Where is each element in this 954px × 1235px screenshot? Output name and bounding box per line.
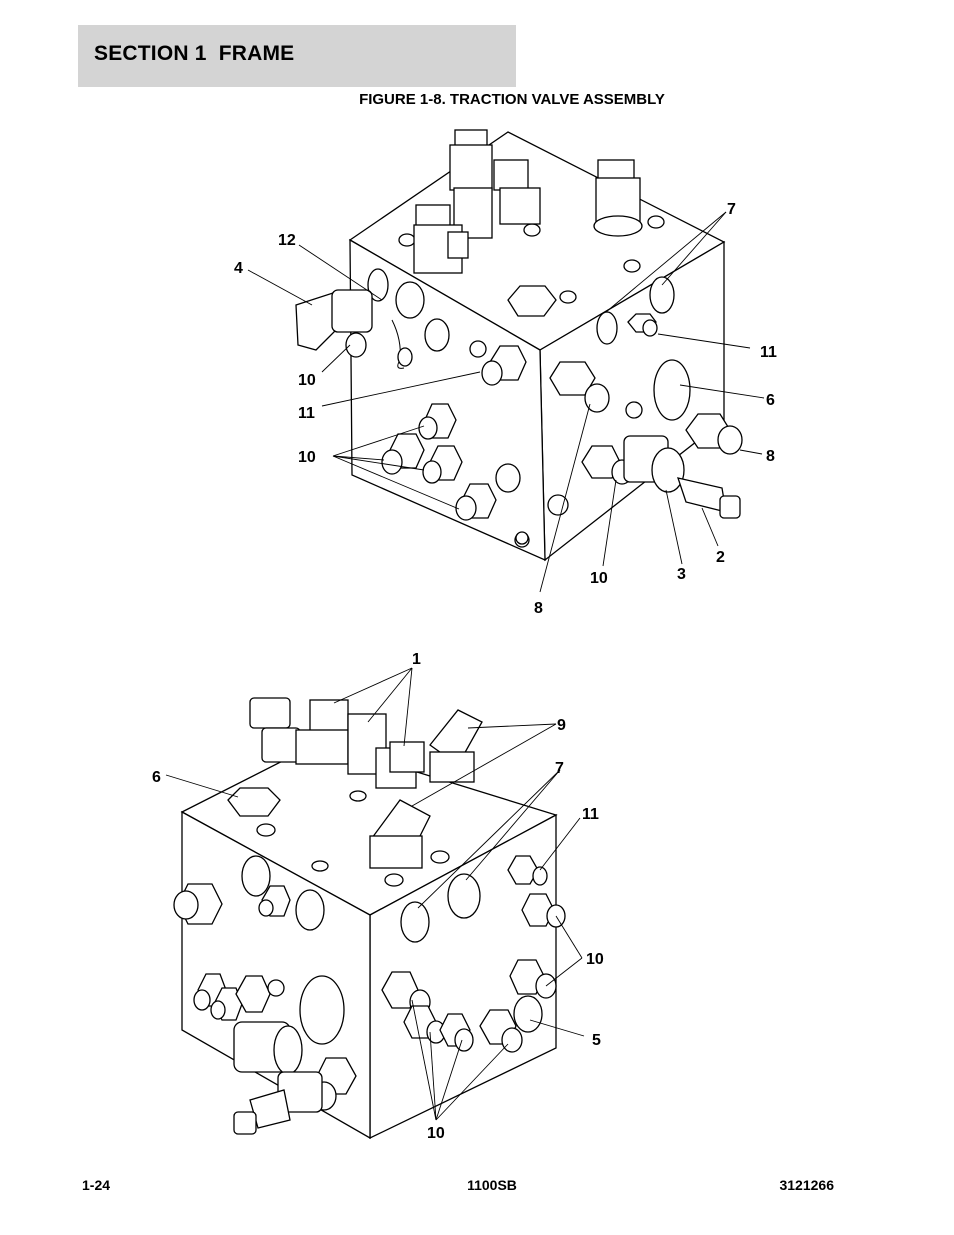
callout-top-8a: 8	[766, 448, 775, 465]
figure-title: FIGURE 1-8. TRACTION VALVE ASSEMBLY	[359, 91, 665, 108]
callout-bottom-9: 9	[557, 717, 566, 734]
callout-top-4: 4	[234, 260, 243, 277]
callout-top-11a: 11	[760, 344, 777, 361]
callout-bottom-1: 1	[412, 651, 421, 668]
section-title: SECTION 1 FRAME	[94, 42, 295, 65]
callout-top-6: 6	[766, 392, 775, 409]
callout-bottom-7: 7	[555, 760, 564, 777]
callout-top-12: 12	[278, 232, 296, 249]
callout-top-11b: 11	[298, 405, 315, 422]
bottom-valve-block	[165, 667, 585, 1140]
callout-top-10a: 10	[298, 372, 316, 389]
footer-model: 1100SB	[467, 1177, 517, 1193]
callout-top-2: 2	[716, 549, 725, 566]
footer-page-number: 1-24	[82, 1177, 111, 1193]
callout-bottom-5: 5	[592, 1032, 601, 1049]
callout-bottom-10a: 10	[586, 951, 604, 968]
callout-bottom-6: 6	[152, 769, 161, 786]
callout-top-10c: 10	[590, 570, 608, 587]
callout-bottom-11: 11	[582, 806, 599, 823]
callout-top-8b: 8	[534, 600, 543, 617]
top-valve-block	[247, 129, 765, 593]
section-header: SECTION 1 FRAME	[78, 25, 516, 87]
callout-top-10b: 10	[298, 449, 316, 466]
callout-top-7: 7	[727, 201, 736, 218]
footer-doc-number: 3121266	[779, 1177, 834, 1193]
callout-top-3: 3	[677, 566, 686, 583]
callout-bottom-10b: 10	[427, 1125, 445, 1142]
